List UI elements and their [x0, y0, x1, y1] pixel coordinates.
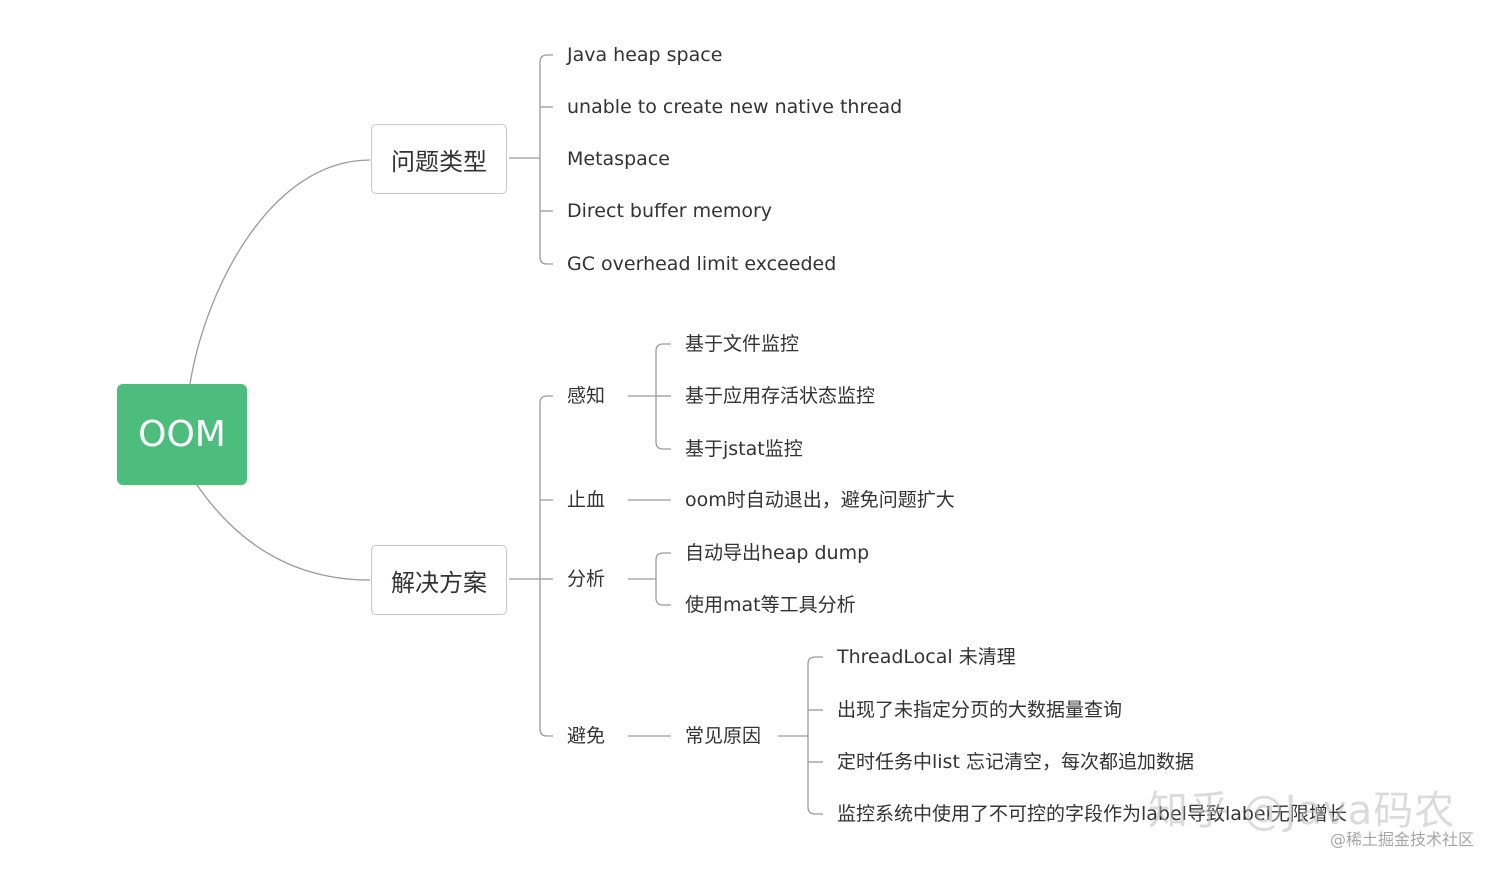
bracket-problem-types: [539, 54, 553, 265]
problem-type-item: unable to create new native thread: [567, 96, 903, 118]
solution-avoid: 避免: [567, 725, 606, 747]
perceive-item: 基于应用存活状态监控: [685, 385, 876, 407]
analyze-item: 使用mat等工具分析: [685, 594, 856, 616]
bracket-common-causes: [807, 656, 823, 815]
cause-item: ThreadLocal 未清理: [837, 646, 1016, 668]
cause-item: 出现了未指定分页的大数据量查询: [837, 699, 1123, 721]
problem-type-item: Java heap space: [567, 44, 723, 66]
watermark-zhihu: 知乎 @Java码农: [1148, 788, 1456, 834]
problem-type-item: Metaspace: [567, 148, 670, 170]
avoid-common-causes: 常见原因: [685, 725, 762, 747]
perceive-item: 基于文件监控: [685, 333, 800, 355]
problem-type-item: Direct buffer memory: [567, 200, 773, 222]
solution-perceive: 感知: [567, 385, 606, 407]
watermark-juejin: @稀土掘金技术社区: [1330, 830, 1475, 849]
branch-solutions: 解决方案: [371, 545, 507, 615]
bracket-analyze: [655, 552, 671, 606]
stop-bleeding-item: oom时自动退出，避免问题扩大: [685, 489, 955, 511]
link-root-problem-types: [189, 159, 371, 385]
solution-analyze: 分析: [567, 568, 606, 590]
problem-type-item: GC overhead limit exceeded: [567, 253, 837, 275]
link-root-solutions: [196, 484, 371, 581]
cause-item: 定时任务中list 忘记清空，每次都追加数据: [837, 751, 1194, 773]
branch-problem-types: 问题类型: [371, 124, 507, 194]
root-node-oom: OOM: [117, 384, 247, 485]
bracket-solutions: [539, 395, 553, 737]
analyze-item: 自动导出heap dump: [685, 542, 870, 564]
cause-item: 监控系统中使用了不可控的字段作为label导致label无限增长: [837, 803, 1347, 825]
perceive-item: 基于jstat监控: [685, 438, 803, 460]
solution-stop-bleeding: 止血: [567, 489, 606, 511]
